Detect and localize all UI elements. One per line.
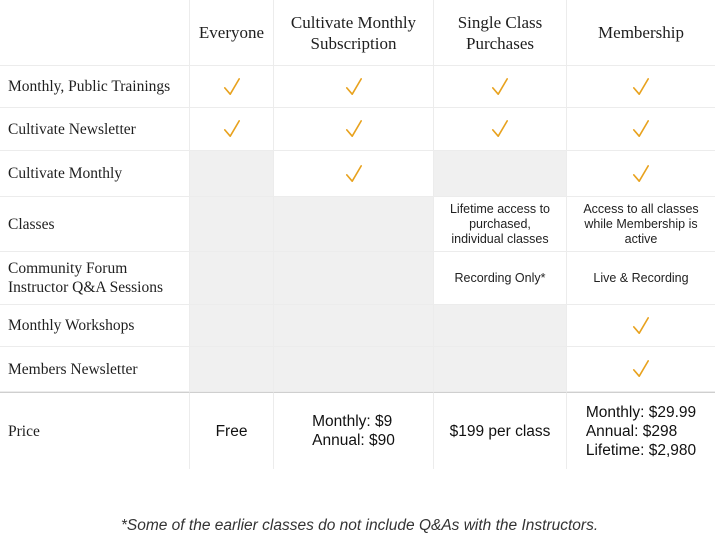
price-membership-lifetime: Lifetime: $2,980: [585, 441, 697, 459]
header-corner: [0, 0, 190, 66]
row-label-cultivate-monthly: Cultivate Monthly: [0, 151, 190, 197]
empty-cell: [434, 151, 567, 197]
checkmark-icon: [190, 66, 274, 108]
price-everyone: Free: [190, 392, 274, 469]
empty-cell: [190, 305, 274, 347]
empty-cell: [274, 197, 434, 252]
row-label-community-forum: Community Forum Instructor Q&A Sessions: [0, 252, 190, 305]
row-label-classes: Classes: [0, 197, 190, 252]
row-label-cultivate-newsletter: Cultivate Newsletter: [0, 108, 190, 151]
row-label-members-newsletter: Members Newsletter: [0, 347, 190, 392]
empty-cell: [274, 252, 434, 305]
row-label-price: Price: [0, 392, 190, 469]
price-membership-annual: Annual: $298: [585, 422, 678, 440]
checkmark-icon: [567, 66, 715, 108]
checkmark-icon: [190, 108, 274, 151]
col-header-everyone: Everyone: [190, 0, 274, 66]
col-header-cultivate-monthly: Cultivate Monthly Subscription: [274, 0, 434, 66]
checkmark-icon: [434, 66, 567, 108]
price-subscription: Monthly: $9 Annual: $90: [274, 392, 434, 469]
forum-single-class-text: Recording Only*: [434, 252, 567, 305]
empty-cell: [274, 305, 434, 347]
checkmark-icon: [274, 108, 434, 151]
empty-cell: [274, 347, 434, 392]
checkmark-icon: [567, 305, 715, 347]
empty-cell: [190, 151, 274, 197]
checkmark-icon: [567, 108, 715, 151]
classes-membership-text: Access to all classes while Membership i…: [567, 197, 715, 252]
checkmark-icon: [434, 108, 567, 151]
empty-cell: [190, 197, 274, 252]
checkmark-icon: [567, 347, 715, 392]
price-membership: Monthly: $29.99 Annual: $298 Lifetime: $…: [567, 392, 715, 469]
comparison-table: Everyone Cultivate Monthly Subscription …: [0, 0, 715, 469]
col-header-single-class: Single Class Purchases: [434, 0, 567, 66]
price-membership-monthly: Monthly: $29.99: [585, 403, 697, 421]
price-single-class: $199 per class: [434, 392, 567, 469]
col-header-membership: Membership: [567, 0, 715, 66]
checkmark-icon: [274, 66, 434, 108]
price-subscription-monthly: Monthly: $9: [312, 413, 393, 430]
row-label-public-trainings: Monthly, Public Trainings: [0, 66, 190, 108]
empty-cell: [434, 305, 567, 347]
empty-cell: [434, 347, 567, 392]
forum-membership-text: Live & Recording: [567, 252, 715, 305]
empty-cell: [190, 347, 274, 392]
empty-cell: [190, 252, 274, 305]
price-subscription-annual: Annual: $90: [312, 432, 395, 449]
classes-single-class-text: Lifetime access to purchased, individual…: [434, 197, 567, 252]
footnote: *Some of the earlier classes do not incl…: [120, 517, 599, 534]
checkmark-icon: [567, 151, 715, 197]
checkmark-icon: [274, 151, 434, 197]
row-label-monthly-workshops: Monthly Workshops: [0, 305, 190, 347]
